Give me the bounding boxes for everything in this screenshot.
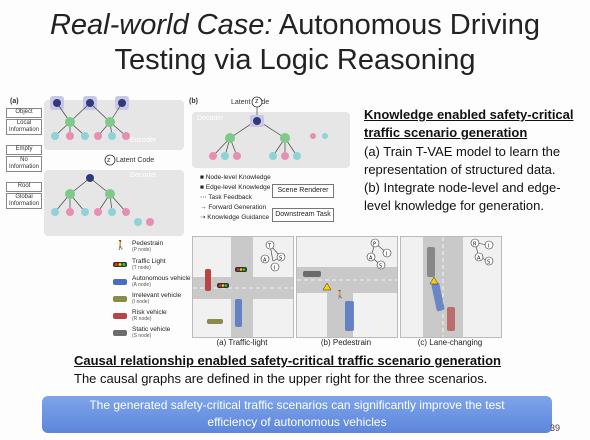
node-label: R: [473, 242, 477, 248]
legend-task-feedback: ⋯ Task Feedback: [200, 194, 252, 201]
scenario-lane-changing-drawing: R A S I: [423, 237, 494, 337]
caption-traffic-light: (a) Traffic-light: [216, 338, 268, 347]
node-label: S: [487, 260, 490, 266]
slide-title-line1: Real-world Case: Autonomous Driving: [49, 9, 540, 41]
banner-line1: The generated safety-critical traffic sc…: [89, 398, 505, 412]
knowledge-item-3: (b) Integrate node-level and edge-: [364, 180, 561, 195]
irrelevant-vehicle-icon: [113, 296, 127, 302]
node-label: I: [488, 244, 489, 250]
scene-renderer-box: Scene Renderer: [272, 184, 334, 198]
legend-edge-level: ■ Edge-level Knowledge: [200, 184, 271, 191]
scenario-panel-lane-changing: R A S I: [400, 236, 502, 338]
legend-autonomous-vehicle: Autonomous vehicle(A node): [132, 275, 191, 288]
tree-graphs-a: [50, 96, 154, 226]
risk-vehicle-icon: [113, 313, 127, 319]
causal-text: The causal graphs are defined in the upp…: [74, 371, 488, 386]
node-label: S: [379, 264, 382, 270]
side-box-empty: Empty: [6, 145, 42, 155]
legend-traffic-light: Traffic Light(T node): [132, 258, 166, 271]
latent-z-b: z: [255, 98, 259, 105]
knowledge-item-4: level knowledge for generation.: [364, 198, 544, 213]
encoder-label: Encoder: [130, 137, 157, 144]
knowledge-heading-line2: traffic scenario generation: [364, 125, 528, 140]
node-label: T: [267, 244, 272, 250]
legend-node-level: ■ Node-level Knowledge: [200, 174, 271, 181]
scenario-panel-pedestrian: 🚶 P A S I: [296, 236, 398, 338]
latent-code-label-b: Latent Code: [231, 99, 270, 106]
node-label: I: [274, 266, 275, 272]
knowledge-item-1: (a) Train T-VAE model to learn the: [364, 144, 561, 159]
diagram-a-label: (a): [10, 98, 19, 105]
node-label: I: [386, 252, 387, 258]
latent-code-label: Latent Code: [116, 157, 155, 164]
side-box-root: Root: [6, 182, 42, 192]
pedestrian-icon: 🚶: [115, 239, 126, 251]
knowledge-heading-line1: Knowledge enabled safety-critical: [364, 107, 574, 122]
node-label: P: [373, 242, 376, 248]
legend-irrelevant-vehicle: Irrelevant vehicle(I node): [132, 292, 182, 305]
node-label: A: [369, 256, 373, 262]
legend-icons: 🚶: [113, 239, 127, 336]
page-number: 39: [550, 423, 561, 433]
legend-static-vehicle: Static vehicle(S node): [132, 326, 171, 339]
scenario-panel-traffic-light: T S A I: [192, 236, 294, 338]
legend-risk-vehicle: Risk vehicle(R node): [132, 309, 167, 322]
node-label: A: [263, 258, 267, 264]
latent-z-a: z: [107, 157, 111, 164]
decoder-label: Decoder: [130, 172, 157, 179]
scenario-traffic-light-drawing: T S A I: [193, 237, 293, 337]
legend-knowledge-guidance: ⇢ Knowledge Guidance: [200, 214, 270, 221]
causal-heading: Causal relationship enabled safety-criti…: [74, 353, 501, 368]
decoder-label-b: Decoder: [197, 115, 224, 122]
banner-line2: efficiency of autonomous vehicles: [207, 415, 387, 429]
legend-pedestrian: Pedestrain(P node): [132, 240, 164, 253]
summary-banner: The generated safety-critical traffic sc…: [42, 396, 552, 433]
node-label: A: [477, 256, 481, 262]
diagram-b-label: (b): [189, 98, 198, 105]
scenario-pedestrian-drawing: 🚶 P A S I: [297, 238, 397, 337]
caption-lane-changing: (c) Lane-changing: [417, 338, 483, 347]
decoder-block: [44, 170, 184, 236]
node-label: S: [279, 256, 282, 262]
static-vehicle-icon: [113, 330, 127, 336]
autonomous-vehicle-icon: [113, 279, 127, 285]
side-box-object: Object: [6, 108, 42, 118]
tree-graph-b: [209, 96, 328, 160]
slide-title-line2: Testing via Logic Reasoning: [114, 44, 476, 76]
downstream-task-box: Downstream Task: [272, 208, 334, 222]
caption-pedestrian: (b) Pedestrain: [320, 338, 372, 347]
legend-forward-generation: → Forward Generation: [200, 204, 267, 211]
knowledge-item-2: representation of structured data.: [364, 162, 556, 177]
pedestrian-icon: 🚶: [335, 289, 345, 299]
